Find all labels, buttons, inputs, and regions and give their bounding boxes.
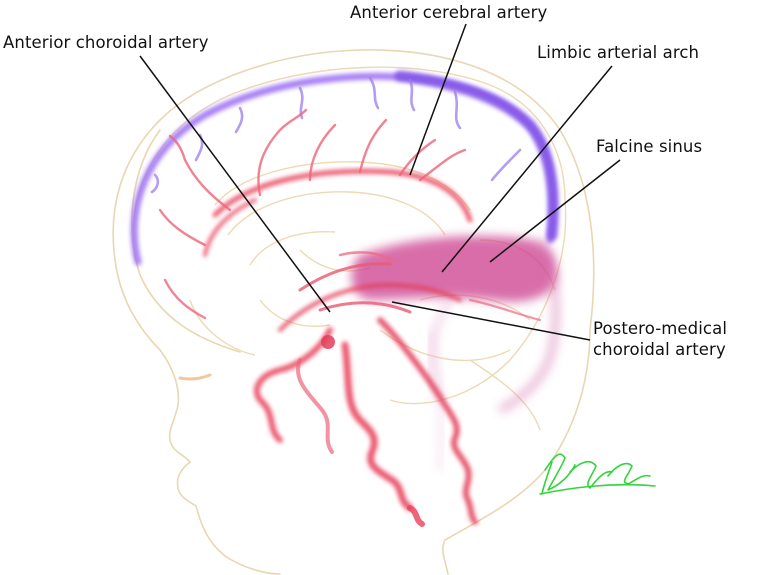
leader-postero-medical <box>391 301 591 341</box>
eye-mark <box>178 373 212 381</box>
label-falcine-sinus: Falcine sinus <box>596 137 703 156</box>
arteries <box>158 108 542 527</box>
leader-lines <box>139 23 621 341</box>
artist-signature <box>539 453 656 495</box>
leader-falcine-sinus <box>489 159 621 263</box>
label-anterior-cerebral-artery: Anterior cerebral artery <box>350 3 548 22</box>
superior-sagittal-sinus <box>130 70 559 266</box>
label-anterior-choroidal-artery: Anterior choroidal artery <box>3 33 209 52</box>
head-outline <box>112 49 595 575</box>
label-postero-medical-choroidal-artery: Postero-medical choroidal artery <box>593 318 727 360</box>
label-postero-medical-line1: Postero-medical <box>593 319 727 338</box>
label-postero-medical-line2: choroidal artery <box>593 340 726 359</box>
leader-anterior-choroidal <box>139 55 331 313</box>
label-limbic-arterial-arch: Limbic arterial arch <box>537 43 700 62</box>
leader-limbic-arch <box>441 65 613 273</box>
leader-anterior-cerebral <box>409 23 467 176</box>
cortical-veins <box>150 76 522 194</box>
